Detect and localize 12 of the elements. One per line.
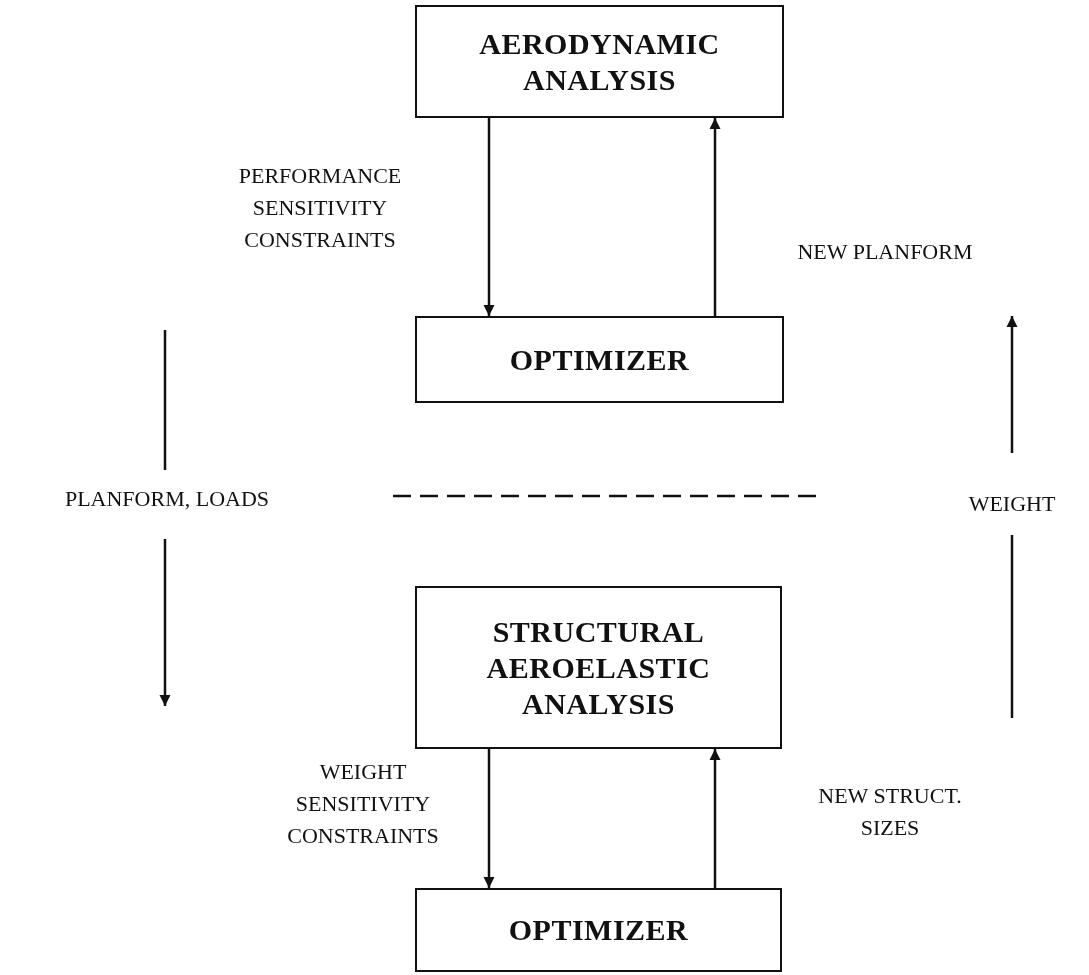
box-title: STRUCTURAL AEROELASTIC ANALYSIS xyxy=(485,613,712,722)
process-box xyxy=(415,888,782,972)
arrow xyxy=(483,749,495,888)
process-box xyxy=(415,316,784,403)
box-title: OPTIMIZER xyxy=(509,341,690,378)
arrow xyxy=(709,749,721,888)
arrow xyxy=(709,118,721,316)
arrow xyxy=(483,118,495,316)
box-title: AERODYNAMIC ANALYSIS xyxy=(478,25,721,98)
process-box xyxy=(415,586,782,749)
box-title: OPTIMIZER xyxy=(508,912,689,948)
process-box xyxy=(415,5,784,118)
